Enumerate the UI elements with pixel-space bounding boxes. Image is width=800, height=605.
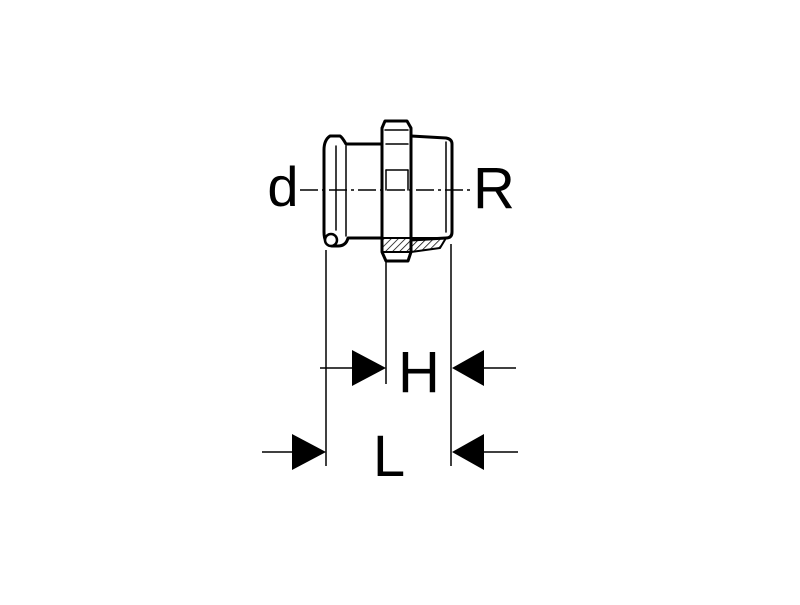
- extension-lines: [325, 244, 452, 466]
- o-ring: [323, 232, 339, 248]
- dim-l-arrow-right: [452, 434, 484, 470]
- section-hatch: [381, 237, 447, 253]
- press-end-outline: [322, 134, 384, 248]
- dimension-h: [320, 350, 516, 386]
- label-l: L: [373, 424, 405, 489]
- dimension-l: [262, 434, 518, 470]
- label-r: R: [473, 156, 515, 221]
- fitting-body: [322, 119, 454, 263]
- thread-end-outline: [409, 134, 454, 242]
- dim-l-arrow-left: [292, 434, 326, 470]
- dim-h-arrow-right: [452, 350, 484, 386]
- label-d: d: [267, 155, 298, 218]
- dim-h-arrow-left: [352, 350, 386, 386]
- label-h: H: [398, 340, 440, 405]
